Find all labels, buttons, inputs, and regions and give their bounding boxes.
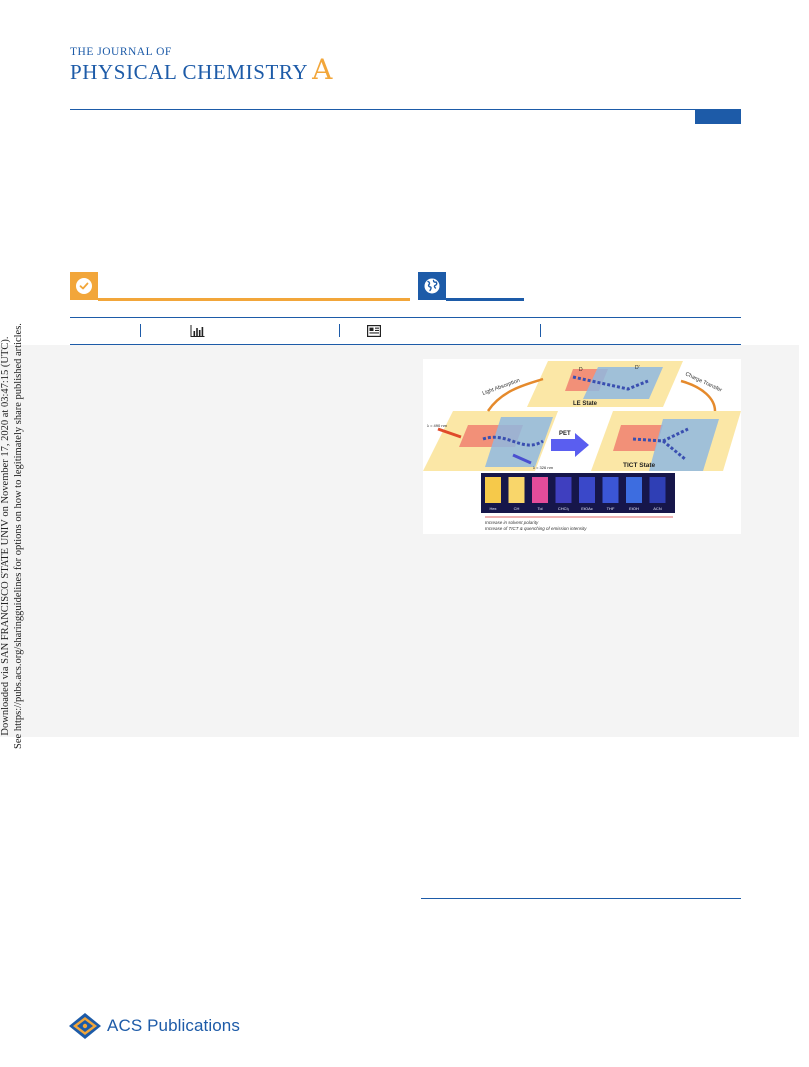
toc-label-light-absorption: Light Absorption (482, 378, 521, 397)
solvent-vial (602, 477, 619, 503)
solvent-vial (485, 477, 501, 503)
globe-icon (424, 278, 440, 294)
toc-caption-line2: Increase of TICT & quenching of emission… (485, 526, 587, 531)
solvent-vial (579, 477, 595, 503)
toc-label-excitation: λ = 490 nm (427, 423, 448, 428)
toc-caption-line1: Increase in solvent polarity (485, 520, 539, 525)
solvent-vial-label: EtOH (629, 506, 639, 511)
toc-graphic-figure: Light Absorption Charge Transfer LE Stat… (423, 361, 741, 531)
download-notice-line2: See https://pubs.acs.org/sharingguidelin… (13, 323, 24, 749)
open-access-badge[interactable] (70, 272, 98, 300)
journal-logo[interactable]: THE JOURNAL OF PHYSICAL CHEMISTRY A (70, 46, 333, 86)
solvent-vial-label: Tol (537, 506, 542, 511)
download-notice-text: Downloaded via SAN FRANCISCO STATE UNIV … (0, 323, 25, 749)
open-access-bar (98, 298, 410, 301)
acs-publications-logo[interactable]: ACS Publications (68, 1012, 240, 1040)
metrics-divider (339, 324, 340, 337)
solvent-vial-label: ACN (653, 506, 662, 511)
acs-logo-icon (69, 1013, 101, 1039)
newspaper-icon[interactable] (367, 325, 381, 337)
bar-chart-icon[interactable] (190, 325, 205, 337)
toc-label-le-state: LE State (573, 401, 598, 407)
solvent-vial (626, 477, 642, 503)
check-circle-icon (76, 278, 92, 294)
metrics-bottom-rule (70, 344, 741, 345)
footnote-rule (421, 898, 741, 899)
toc-label-emission: λ = 326 nm (533, 465, 554, 470)
metrics-divider (140, 324, 141, 337)
download-notice: Downloaded via SAN FRANCISCO STATE UNIV … (0, 0, 24, 1067)
toc-label-pet: PET (559, 431, 571, 437)
header-rule (70, 109, 741, 110)
metrics-divider (540, 324, 541, 337)
toc-label-donor: D (579, 367, 583, 373)
toc-label-tict-state: TICT State (623, 462, 656, 469)
solvent-vial (555, 477, 572, 503)
download-notice-line1: Downloaded via SAN FRANCISCO STATE UNIV … (0, 336, 11, 736)
solvent-vial (532, 477, 548, 503)
solvent-vial (649, 477, 666, 503)
solvent-vial-label: CHCl₃ (558, 506, 570, 511)
journal-logo-title: PHYSICAL CHEMISTRY (70, 60, 309, 84)
journal-section-letter: A (312, 53, 333, 86)
solvent-vial-label: EtOAc (581, 506, 593, 511)
journal-logo-line2: PHYSICAL CHEMISTRY A (70, 53, 333, 86)
acs-publications-label: ACS Publications (107, 1016, 240, 1035)
solvent-vial-label: THF (607, 506, 615, 511)
journal-logo-line1: THE JOURNAL OF (70, 46, 172, 58)
solvent-vial-label: Hex (489, 506, 496, 511)
toc-label-acceptor: D' (635, 365, 640, 371)
license-badge[interactable] (418, 272, 446, 300)
solvent-vial (508, 477, 525, 503)
toc-graphic[interactable]: Light Absorption Charge Transfer LE Stat… (423, 359, 741, 534)
metrics-top-rule (70, 317, 741, 318)
license-bar (446, 298, 524, 301)
solvent-vial-label: CH (514, 506, 520, 511)
header-tab (695, 110, 741, 124)
